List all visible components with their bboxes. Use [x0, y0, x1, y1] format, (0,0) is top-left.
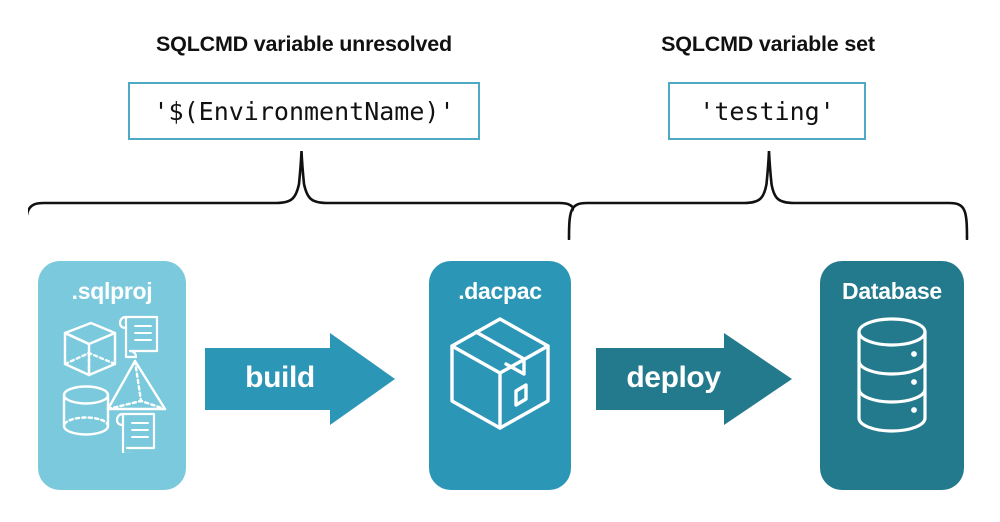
- cylinder-icon: [62, 385, 110, 436]
- script-scroll-icon: [118, 315, 159, 359]
- code-value-box-set: 'testing': [668, 82, 866, 140]
- arrow-build-icon: [205, 333, 395, 425]
- card-dacpac: .dacpac: [429, 261, 571, 490]
- card-sqlproj-label: .sqlproj: [71, 278, 153, 304]
- brace-right: [566, 148, 976, 245]
- card-sqlproj-artwork: [38, 313, 186, 453]
- card-dacpac-label: .dacpac: [458, 278, 542, 304]
- card-database-label: Database: [842, 278, 942, 304]
- card-database: Database: [820, 261, 964, 490]
- brace-right-icon: [567, 150, 969, 241]
- cube-icon: [63, 321, 117, 377]
- package-box-icon: [450, 317, 550, 430]
- arrow-build-label: build: [245, 361, 315, 394]
- arrow-deploy-label: deploy: [626, 361, 721, 394]
- brace-left-icon: [24, 150, 579, 241]
- pyramid-icon: [106, 359, 167, 411]
- code-value-box-unresolved: '$(EnvironmentName)': [128, 82, 480, 140]
- card-sqlproj: .sqlproj: [38, 261, 186, 490]
- arrow-deploy: [596, 333, 794, 430]
- brace-left: [24, 148, 579, 245]
- arrow-build: [205, 333, 397, 430]
- heading-sqlcmd-variable-unresolved: SQLCMD variable unresolved: [156, 32, 452, 56]
- database-cylinder-icon: [857, 317, 927, 433]
- heading-sqlcmd-variable-set: SQLCMD variable set: [661, 32, 875, 56]
- script-scroll-icon: [115, 412, 156, 453]
- arrow-deploy-icon: [596, 333, 792, 425]
- card-database-artwork: [820, 313, 964, 441]
- card-dacpac-artwork: [429, 313, 571, 443]
